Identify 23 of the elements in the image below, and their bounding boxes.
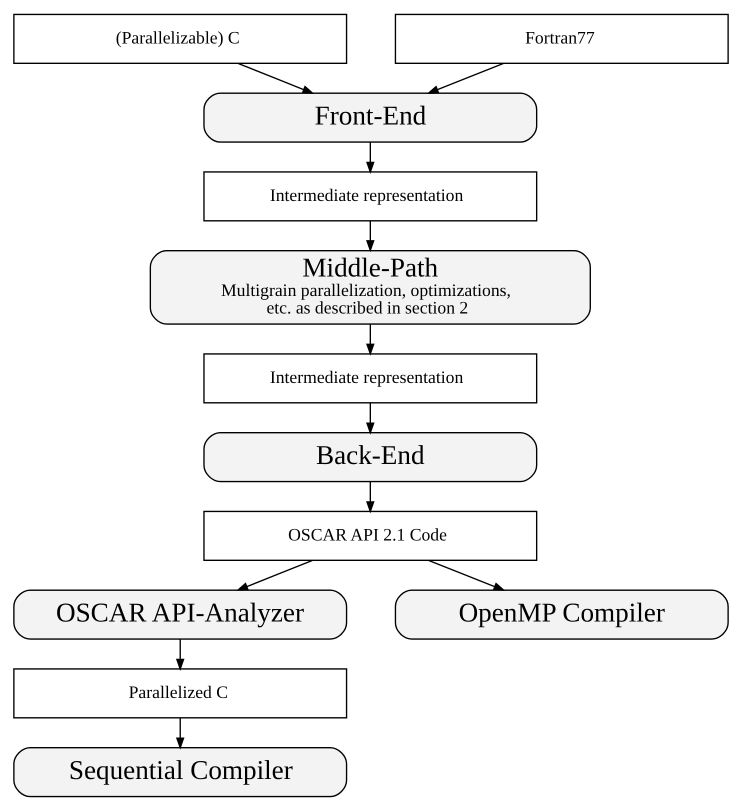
node-box: Middle-Path Multigrain parallelization, optimizations, etc. as described in section 2 (150, 250, 591, 325)
arrow (366, 482, 375, 514)
node-box: OSCAR API-Analyzer (13, 590, 348, 640)
node-box: Fortran77 (394, 14, 729, 64)
node-box: OSCAR API 2.1 Code (203, 510, 538, 561)
node-box: Parallelized C (13, 668, 348, 718)
node-box: Intermediate representation (203, 353, 538, 404)
arrow (366, 220, 375, 252)
arrow (428, 560, 506, 591)
node-box: Sequential Compiler (13, 747, 348, 798)
node-box: Back-End (203, 432, 538, 482)
arrow (426, 62, 504, 94)
arrow (236, 560, 312, 591)
arrow (176, 639, 184, 671)
node-box: (Parallelizable) C (13, 14, 348, 64)
arrow (238, 62, 315, 94)
arrow (366, 142, 375, 174)
node-box: OpenMP Compiler (394, 590, 729, 640)
node-box: Front-End (203, 92, 538, 143)
arrow (176, 718, 184, 750)
node-box: Intermediate representation (203, 171, 538, 222)
arrow (366, 402, 375, 435)
arrow (366, 324, 375, 356)
